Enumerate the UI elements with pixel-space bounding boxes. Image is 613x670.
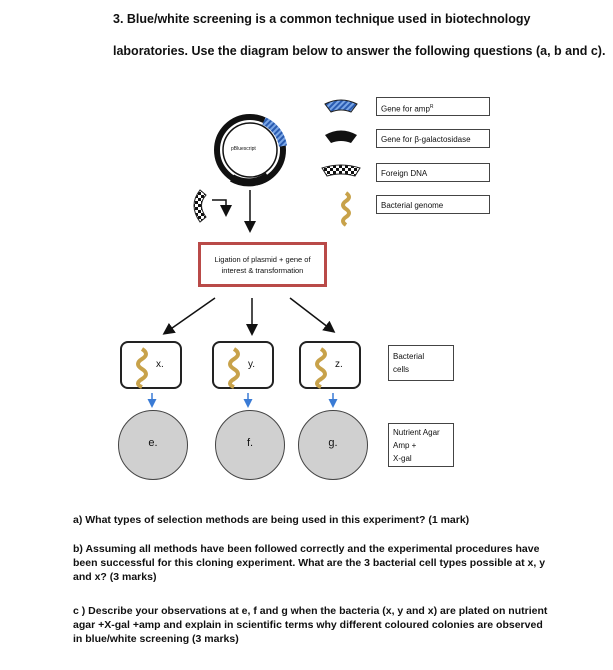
cell-z: z. — [299, 341, 361, 389]
plasmid-icon — [214, 114, 287, 187]
legend-galactosidase: Gene for β-galactosidase — [376, 129, 490, 148]
plate-e: e. — [118, 410, 188, 480]
plate-g: g. — [298, 410, 368, 480]
question-a: a) What types of selection methods are b… — [73, 514, 470, 526]
question-title-line2: laboratories. Use the diagram below to a… — [113, 44, 606, 58]
agar-line2: Amp + — [393, 441, 417, 450]
question-b: b) Assuming all methods have been follow… — [73, 543, 546, 583]
bacterial-cells-line1: Bacterial — [393, 352, 425, 361]
agar-line1: Nutrient Agar — [393, 428, 440, 437]
arrow-to-x — [162, 297, 216, 335]
legend-amp-gene: Gene for ampR — [376, 97, 490, 116]
bacterial-cells-line2: cells — [393, 365, 410, 374]
plate-f: f. — [215, 410, 285, 480]
question-title-line1: 3. Blue/white screening is a common tech… — [113, 12, 531, 26]
ligation-step-box: Ligation of plasmid + gene of interest &… — [198, 242, 327, 287]
arrow-to-z — [289, 297, 336, 333]
bacterial-genome-icon — [228, 347, 240, 389]
question-c: c ) Describe your observations at e, f a… — [73, 605, 548, 645]
galactosidase-gene-icon — [325, 130, 357, 143]
cell-z-label: z. — [335, 359, 343, 370]
legend-foreign-dna: Foreign DNA — [376, 163, 490, 182]
bacterial-cells-box: Bacterial cells — [388, 345, 454, 381]
bent-arrow-icon — [212, 199, 232, 217]
bacterial-genome-icon — [136, 347, 148, 389]
legend-amp-sup: R — [429, 104, 434, 110]
cell-y-label: y. — [248, 359, 256, 370]
agar-box: Nutrient Agar Amp + X-gal — [388, 423, 454, 467]
bacterial-genome-icon — [315, 347, 327, 389]
plate-f-label: f. — [246, 437, 254, 449]
legend-amp-text: Gene for amp — [381, 104, 430, 114]
agar-line3: X-gal — [393, 454, 412, 463]
plate-g-label: g. — [328, 437, 338, 449]
plasmid-label: pBluescript — [231, 146, 256, 152]
foreign-dna-icon — [321, 164, 361, 177]
cell-y: y. — [212, 341, 274, 389]
amp-gene-icon — [324, 99, 358, 113]
cell-x-label: x. — [156, 359, 164, 370]
ligation-step-line2: interest & transformation — [221, 266, 304, 275]
foreign-dna-fragment-icon — [193, 189, 207, 223]
cell-x: x. — [120, 341, 182, 389]
plate-e-label: e. — [148, 437, 158, 449]
ligation-step-line1: Ligation of plasmid + gene of — [214, 255, 311, 264]
legend-bacterial-genome: Bacterial genome — [376, 195, 490, 214]
bacterial-genome-icon — [341, 191, 351, 227]
